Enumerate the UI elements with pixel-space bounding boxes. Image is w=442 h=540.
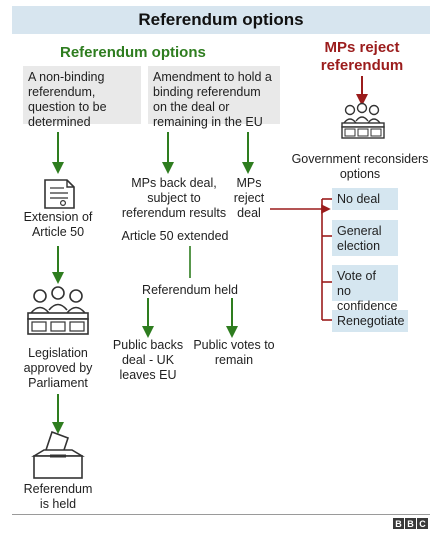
extension-label-line-2: Article 50	[31, 225, 85, 239]
parliament-icon-small	[341, 102, 385, 139]
government-reconsiders-label: Government reconsiders options	[288, 152, 432, 182]
mps-reject-deal-line-3: deal	[237, 206, 261, 220]
referendum-held-line-2: is held	[39, 497, 77, 511]
public-backs-line-3: leaves EU	[119, 368, 177, 382]
public-remain-label: Public votes to remain	[186, 338, 282, 368]
extension-label-line-1: Extension of	[23, 210, 93, 224]
government-reconsiders-line-2: options	[339, 167, 381, 181]
public-backs-line-1: Public backs	[112, 338, 184, 352]
public-remain-line-2: remain	[214, 353, 254, 367]
option-renegotiate: Renegotiate	[332, 310, 408, 332]
legislation-label-line-1: Legislation	[28, 346, 88, 360]
mps-reject-deal-line-1: MPs	[236, 176, 262, 190]
legislation-label: Legislation approved by Parliament	[12, 346, 104, 391]
public-backs-line-2: deal - UK	[121, 353, 175, 367]
page-title: Referendum options	[12, 6, 430, 34]
option-vote-of-no-confidence: Vote of no confidence	[332, 265, 398, 313]
legislation-label-line-2: approved by	[23, 361, 93, 375]
option-general-election-line-1: General	[337, 224, 382, 238]
mps-reject-deal-line-2: reject	[233, 191, 265, 205]
left-heading: Referendum options	[60, 44, 206, 61]
parliament-icon-large	[27, 286, 89, 335]
extension-label: Extension of Article 50	[12, 210, 104, 240]
bbc-logo: B B C	[393, 518, 428, 529]
referendum-held-mid-label: Referendum held	[142, 283, 238, 297]
mps-back-deal-line-3: referendum results	[121, 206, 227, 220]
right-heading: MPs reject referendum	[312, 39, 412, 75]
right-heading-line-1: MPs reject	[324, 39, 400, 56]
mps-back-deal-label: MPs back deal, subject to referendum res…	[118, 176, 230, 221]
option-general-election-line-2: election	[337, 239, 381, 253]
option-vote-line-2: confidence	[337, 299, 398, 313]
mps-reject-deal-label: MPs reject deal	[226, 176, 272, 221]
mps-back-deal-line-2: subject to	[147, 191, 201, 205]
public-backs-deal-label: Public backs deal - UK leaves EU	[104, 338, 192, 383]
bbc-logo-block-2: B	[405, 518, 416, 529]
bottom-divider	[12, 514, 430, 515]
public-remain-line-1: Public votes to	[193, 338, 275, 352]
option-no-deal-text: No deal	[337, 192, 381, 206]
legislation-label-line-3: Parliament	[28, 376, 88, 390]
article50-extended-label: Article 50 extended	[121, 229, 229, 243]
right-heading-line-2: referendum	[320, 57, 404, 74]
nonbinding-referendum-box: A non-binding referendum, question to be…	[23, 66, 141, 129]
bbc-logo-block-1: B	[393, 518, 404, 529]
ballot-box-icon	[31, 430, 85, 479]
option-renegotiate-text: Renegotiate	[337, 314, 405, 328]
government-reconsiders-line-1: Government reconsiders	[291, 152, 429, 166]
referendum-held-line-1: Referendum	[23, 482, 93, 496]
amendment-box: Amendment to hold a binding referendum o…	[148, 66, 280, 129]
mps-back-deal-line-1: MPs back deal,	[131, 176, 217, 190]
bbc-logo-block-3: C	[417, 518, 428, 529]
document-icon	[44, 179, 75, 209]
referendum-held-label: Referendum is held	[12, 482, 104, 512]
option-no-deal: No deal	[332, 188, 398, 210]
option-vote-line-1: Vote of no	[337, 269, 376, 298]
option-general-election: General election	[332, 220, 398, 256]
